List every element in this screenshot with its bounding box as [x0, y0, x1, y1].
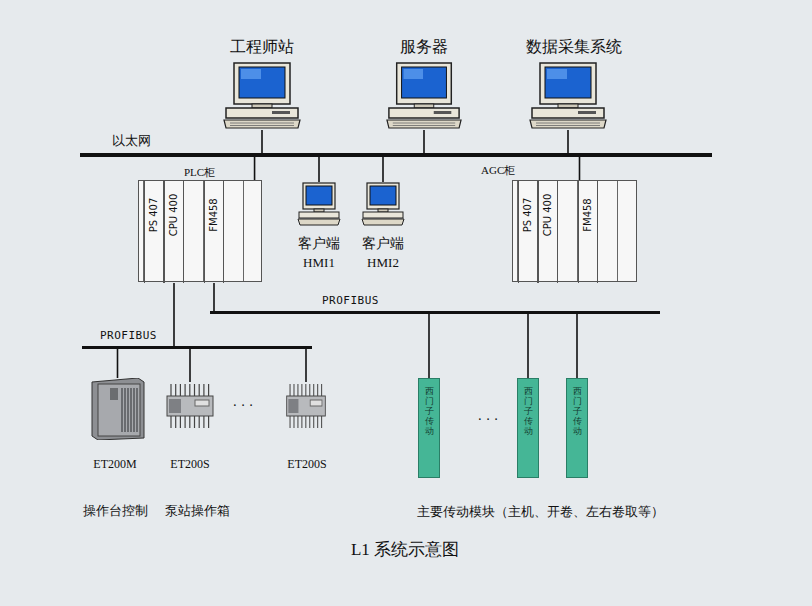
bus-connector	[423, 130, 425, 153]
node-label: PS 407	[148, 198, 160, 233]
io-station: ET200S	[285, 382, 327, 430]
bus-connector	[173, 283, 175, 346]
client-computer-icon	[297, 182, 341, 226]
computer-station: 客户端HMI2	[361, 182, 405, 226]
io-station: ET200S泵站操作箱	[165, 382, 215, 430]
module-slot: PS 407	[144, 181, 164, 283]
node-label: 以太网	[112, 134, 151, 149]
computer-station: 服务器	[385, 62, 463, 130]
node-label: ET200M	[93, 458, 136, 472]
node-label: AGC柜	[481, 164, 515, 177]
computer-icon	[528, 62, 608, 130]
bus-connector	[213, 283, 215, 311]
node-label: 西门子传动	[425, 387, 434, 436]
node-label: ET200S	[287, 458, 326, 472]
node-label: ET200S	[170, 458, 209, 472]
et200s-icon	[285, 382, 327, 430]
node-label: 西门子传动	[573, 387, 582, 436]
node-label: 西门子传动	[524, 387, 533, 436]
plc-rack: AGC柜PS 407CPU 400FM458	[512, 180, 637, 282]
node-label: PROFIBUS	[322, 295, 379, 308]
node-label: PROFIBUS	[100, 330, 157, 343]
drive-module: 西门子传动	[418, 378, 440, 478]
node-label: 客户端	[362, 236, 404, 252]
node-label: 泵站操作箱	[165, 504, 230, 519]
node-label: HMI2	[367, 256, 399, 271]
bus-connector	[527, 314, 529, 378]
ellipsis-mark: · · ·	[233, 398, 254, 414]
node-label: HMI1	[303, 256, 335, 271]
ellipsis-mark: · · ·	[478, 412, 499, 428]
node-label: CPU 400	[542, 194, 554, 237]
bus-line: PROFIBUS	[82, 346, 312, 349]
node-label: 工程师站	[230, 38, 294, 56]
node-label: PS 407	[522, 198, 534, 233]
drive-module: 西门子传动	[566, 378, 588, 478]
computer-icon	[222, 62, 302, 130]
bus-connector	[428, 314, 430, 378]
bus-connector	[576, 314, 578, 378]
note-label: 主要传动模块（主机、开卷、左右卷取等）	[417, 503, 664, 521]
bus-connector	[261, 130, 263, 153]
io-station: ET200M操作台控制	[90, 378, 145, 440]
node-label: 数据采集系统	[526, 38, 622, 56]
node-label: PLC柜	[184, 166, 215, 179]
node-label: 客户端	[298, 236, 340, 252]
module-slot: PS 407	[518, 181, 538, 283]
module-slot: CPU 400	[538, 181, 558, 283]
bus-connector	[254, 157, 256, 180]
computer-station: 客户端HMI1	[297, 182, 341, 226]
bus-line: PROFIBUS	[210, 311, 660, 314]
module-slot: CPU 400	[164, 181, 184, 283]
bus-connector	[382, 157, 384, 182]
bus-connector	[305, 349, 307, 382]
figure-caption: L1 系统示意图	[351, 538, 459, 561]
module-slot: FM458	[578, 181, 598, 283]
computer-station: 数据采集系统	[528, 62, 608, 130]
node-label: FM458	[208, 198, 220, 231]
bus-connector	[579, 157, 581, 180]
module-slot: FM458	[204, 181, 224, 283]
node-label: CPU 400	[168, 194, 180, 237]
bus-connector	[567, 130, 569, 153]
node-label: FM458	[582, 198, 594, 231]
bus-connector	[189, 349, 191, 382]
bus-connector	[117, 349, 119, 378]
computer-station: 工程师站	[222, 62, 302, 130]
et200s-icon	[165, 382, 215, 430]
drive-module: 西门子传动	[517, 378, 539, 478]
bus-line: 以太网	[80, 153, 712, 157]
computer-icon	[385, 62, 463, 130]
client-computer-icon	[361, 182, 405, 226]
plc-rack: PLC柜PS 407CPU 400FM458	[138, 180, 262, 282]
bus-connector	[318, 157, 320, 182]
node-label: 操作台控制	[83, 504, 148, 519]
node-label: 服务器	[400, 38, 448, 56]
et200m-icon	[90, 378, 145, 440]
